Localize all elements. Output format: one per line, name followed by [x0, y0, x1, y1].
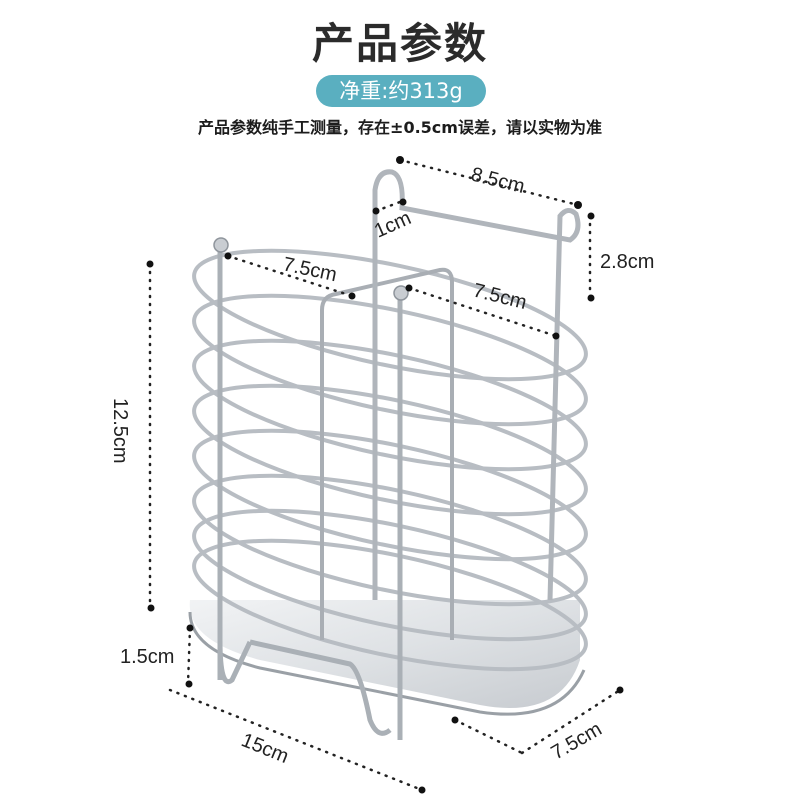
- dim-compartment-left: 7.5cm: [281, 253, 339, 286]
- hanging-hook: [372, 169, 581, 601]
- dim-hook-height: 2.8cm: [600, 251, 654, 273]
- dimension-lines: [148, 158, 622, 792]
- post-knob-right: [393, 285, 409, 301]
- dim-total-height: 12.5cm: [109, 398, 131, 464]
- dim-foot-height: 1.5cm: [120, 646, 174, 668]
- dim-compartment-right: 7.5cm: [471, 280, 529, 315]
- dim-width: 7.5cm: [548, 718, 606, 764]
- dim-length: 15cm: [238, 729, 292, 768]
- weight-badge: 净重:约313g: [316, 75, 486, 107]
- dimension-endpoints: [146, 156, 624, 794]
- page-title: 产品参数: [311, 19, 488, 68]
- divider-frame: [320, 267, 454, 640]
- post-knob-left: [213, 237, 229, 253]
- measurement-note: 产品参数纯手工测量，存在±0.5cm误差，请以实物为准: [198, 118, 602, 137]
- dim-hook-width: 8.5cm: [469, 164, 527, 199]
- vertical-posts: [217, 250, 403, 740]
